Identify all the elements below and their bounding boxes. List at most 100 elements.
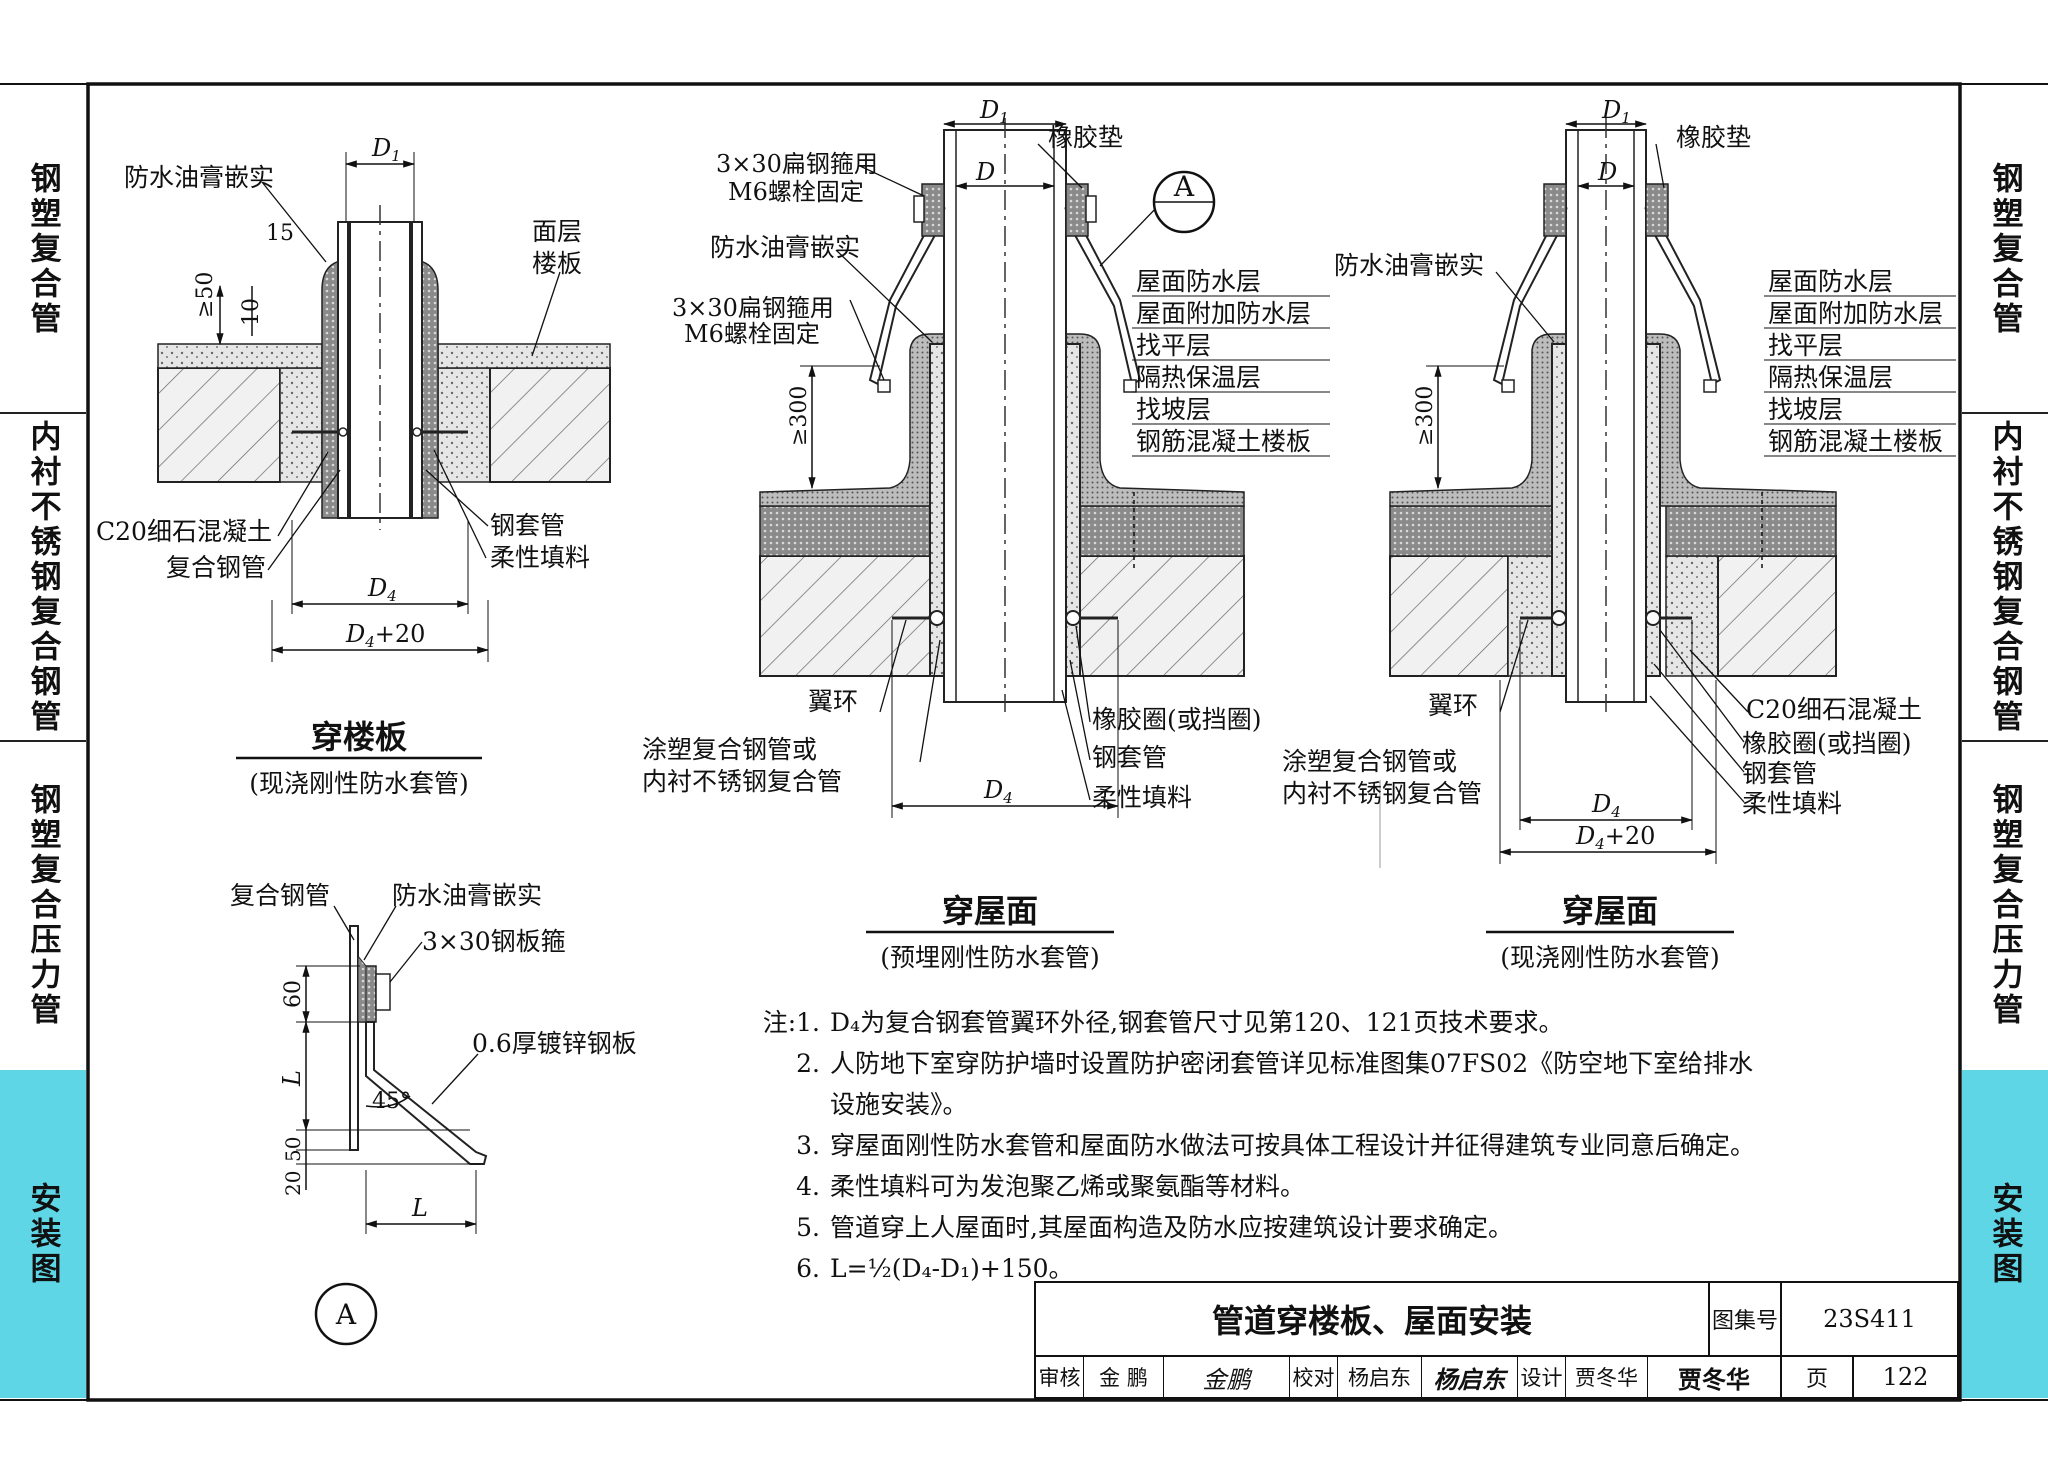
label-pipe: 复合钢管 xyxy=(166,553,266,582)
right-tab-2-label: 内衬不锈钢复合钢管 xyxy=(1986,419,2023,735)
page-label: 页 xyxy=(1805,1367,1828,1392)
note-number: 2. xyxy=(796,1049,820,1078)
label-filler: 柔性填料 xyxy=(490,543,590,572)
leader xyxy=(1659,629,1745,743)
leader xyxy=(267,469,341,571)
label-pipe1: 涂塑复合钢管或 xyxy=(1282,747,1457,776)
fig2-layers-right xyxy=(1065,505,1245,557)
label-surface: 面层 xyxy=(532,217,582,246)
leader xyxy=(1499,619,1529,713)
dim-d1-text: D1 xyxy=(1601,96,1631,127)
left-tab-3-label: 钢塑复合压力管 xyxy=(24,782,61,1028)
label-slab: 楼板 xyxy=(532,249,582,278)
fig2-title: 穿屋面 xyxy=(942,892,1038,930)
fig2-waterproof-right xyxy=(1065,333,1245,507)
left-tab-4-label: 安装图 xyxy=(24,1181,61,1287)
label-layer-1: 屋面附加防水层 xyxy=(1768,299,1943,328)
fig3-roof-castinplace-detail: 防水油膏嵌实 橡胶垫 屋面防水层 屋面附加防水层 找平层 隔热保温层 找坡层 钢… xyxy=(1282,96,1956,972)
left-tab-3: 钢塑复合压力管 xyxy=(0,742,86,1068)
label-filler: 柔性填料 xyxy=(1092,783,1192,812)
fig1-title: 穿楼板 xyxy=(311,718,407,756)
right-tab-divider xyxy=(1962,740,2048,742)
leader xyxy=(1099,203,1161,267)
fig2-band-right xyxy=(1065,183,1089,237)
fig3-roof-slab-left xyxy=(1389,555,1509,677)
leader xyxy=(1075,625,1091,723)
fig3-band-right xyxy=(1645,183,1669,237)
label-ointment: 防水油膏嵌实 xyxy=(124,163,274,192)
label-ring: 橡胶圈(或挡圈) xyxy=(1092,705,1262,734)
fig2-rubber-ring-left xyxy=(929,610,945,626)
note-row: 2.人防地下室穿防护墙时设置防护密闭套管详见标准图集07FS02《防空地下室给排… xyxy=(724,1043,1924,1084)
fig1-surface-right xyxy=(437,343,611,369)
label-ring: 橡胶圈(或挡圈) xyxy=(1742,729,1912,758)
note-row: 5.管道穿上人屋面时,其屋面构造及防水应按建筑设计要求确定。 xyxy=(724,1207,1924,1248)
fig2-waterproof-left xyxy=(759,333,945,507)
leader xyxy=(1037,143,1083,189)
angle-arc xyxy=(365,1095,411,1108)
dim-d1-text: D1 xyxy=(371,134,401,165)
note-number: 注:1. xyxy=(762,1008,820,1037)
reviewer-sign-cell: 金鹏 xyxy=(1164,1357,1290,1397)
note-number: 3. xyxy=(796,1131,820,1160)
detail-a-pipe-wall xyxy=(349,925,359,1151)
note-number xyxy=(724,1084,830,1125)
leader xyxy=(849,299,885,381)
right-tab-1: 钢塑复合管 xyxy=(1962,86,2048,412)
drawing-title: 管道穿楼板、屋面安装 xyxy=(1211,1302,1532,1340)
designer-signature: 贾冬华 xyxy=(1678,1364,1750,1394)
label-sleeve: 钢套管 xyxy=(1092,743,1167,772)
dim-d4-text: D4 xyxy=(983,776,1013,807)
designer-name: 贾冬华 xyxy=(1575,1366,1638,1390)
label-layer-3: 隔热保温层 xyxy=(1768,363,1893,392)
fig1-floor-slab-detail: 防水油膏嵌实 15 ≥50 10 面层 楼板 C20细石混凝土 复合钢管 钢套管… xyxy=(96,134,611,798)
label-wing: 翼环 xyxy=(808,687,858,716)
leader xyxy=(1653,663,1745,773)
reviewer-cell: 金 鹏 xyxy=(1084,1357,1164,1397)
designer-cell: 贾冬华 xyxy=(1566,1357,1648,1397)
fig2-bolt-left xyxy=(913,195,925,223)
dim-d4-text: D4 xyxy=(367,574,397,605)
left-tab-2-label: 内衬不锈钢复合钢管 xyxy=(24,419,61,735)
dim-twenty: 20 xyxy=(281,1171,305,1196)
leader xyxy=(1689,649,1749,713)
fig2-layers-left xyxy=(759,505,945,557)
fig1-concrete-right xyxy=(437,367,491,483)
right-tab-3: 钢塑复合压力管 xyxy=(1962,742,2048,1068)
label-ten: 10 xyxy=(239,298,264,326)
label-ointment: 防水油膏嵌实 xyxy=(710,233,860,262)
fig3-rubber-ring-left xyxy=(1551,610,1567,626)
label-sleeve: 钢套管 xyxy=(1742,759,1817,788)
checker-cell: 杨启东 xyxy=(1338,1357,1422,1397)
fig2-bolt-right xyxy=(1085,195,1097,223)
note-number: 4. xyxy=(796,1172,820,1201)
fig3-waterproof-right xyxy=(1645,333,1837,507)
title-block: 管道穿楼板、屋面安装 图集号 23S411 审核 金 鹏 金鹏 校对 杨启东 杨… xyxy=(1034,1281,1959,1399)
note-number: 6. xyxy=(796,1254,820,1283)
leader xyxy=(261,181,327,263)
left-tab-1-label: 钢塑复合管 xyxy=(24,161,61,337)
fig2-roof-slab-right xyxy=(1065,555,1245,677)
label-ge300: ≥300 xyxy=(1413,386,1438,446)
label-plate: 0.6厚镀锌钢板 xyxy=(472,1029,637,1058)
label-concrete: C20细石混凝土 xyxy=(1746,695,1922,724)
fig3-layers-left xyxy=(1389,505,1557,557)
page-label-cell: 页 xyxy=(1782,1357,1854,1397)
left-tab-divider xyxy=(0,740,86,742)
fig3-subtitle: (现浇刚性防水套管) xyxy=(1500,943,1720,972)
label-layer-5: 钢筋混凝土楼板 xyxy=(1136,427,1311,456)
dim-d4-text: D4 xyxy=(1591,790,1621,821)
dim-d1-text: D1 xyxy=(979,96,1009,127)
right-tab-1-label: 钢塑复合管 xyxy=(1986,161,2023,337)
left-tab-divider xyxy=(0,412,86,414)
atlas-number-cell: 23S411 xyxy=(1782,1283,1957,1357)
reviewer-name: 金 鹏 xyxy=(1099,1366,1148,1390)
label-layer-3: 隔热保温层 xyxy=(1136,363,1261,392)
dim-d4p-text: D4+20 xyxy=(345,620,425,651)
label-pipe: 复合钢管 xyxy=(230,881,330,910)
detail-a-circle xyxy=(314,1282,378,1346)
label-pipe2: 内衬不锈钢复合管 xyxy=(642,767,842,796)
label-wing: 翼环 xyxy=(1428,691,1478,720)
fig3-title: 穿屋面 xyxy=(1562,892,1658,930)
fig2-sleeve-left xyxy=(929,343,945,677)
